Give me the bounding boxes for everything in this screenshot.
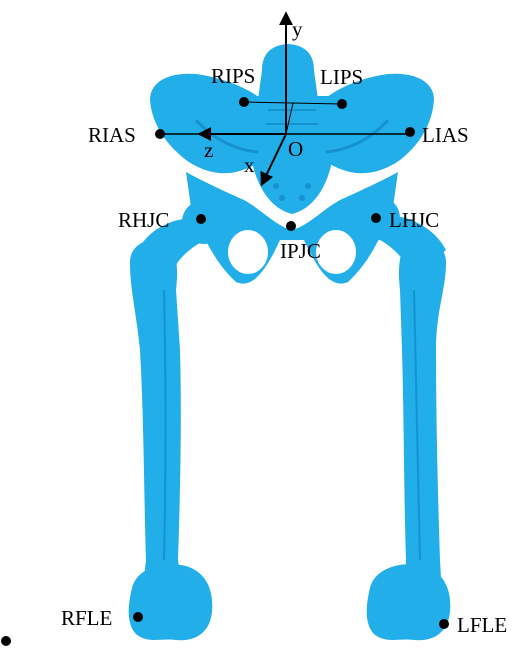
stray-dot <box>1 636 11 646</box>
sacrum-top <box>258 44 318 100</box>
sacral-foramen <box>299 195 305 201</box>
sacral-foramen <box>279 195 285 201</box>
z-axis-label: z <box>204 138 213 162</box>
right-obturator-foramen <box>228 230 268 274</box>
rips-label: RIPS <box>211 64 255 88</box>
left-femur <box>356 196 450 640</box>
lhjc-point <box>371 213 381 223</box>
rhjc-point <box>196 214 206 224</box>
lfle-label: LFLE <box>457 613 507 637</box>
x-axis-label: x <box>244 153 255 177</box>
rfle-label: RFLE <box>61 606 112 630</box>
right-femur-shaft <box>130 239 182 596</box>
rfle-point <box>133 612 143 622</box>
rias-label: RIAS <box>88 123 136 147</box>
lips-label: LIPS <box>320 65 363 89</box>
rhjc-label: RHJC <box>118 208 169 232</box>
lips-point <box>337 99 347 109</box>
lhjc-label: LHJC <box>389 208 439 232</box>
lias-point <box>405 127 415 137</box>
y-axis-label: y <box>292 17 303 41</box>
ipjc-label: IPJC <box>280 239 321 263</box>
sacral-foramen <box>273 183 279 189</box>
lias-label: LIAS <box>422 123 469 147</box>
sacral-foramen <box>305 183 311 189</box>
origin-label: O <box>288 137 303 161</box>
right-femur-condyle <box>129 564 213 640</box>
left-femur-shaft <box>399 239 446 596</box>
ipjc-point <box>286 221 296 231</box>
rips-point <box>239 97 249 107</box>
right-femur <box>129 200 226 640</box>
rias-point <box>155 129 165 139</box>
lfle-point <box>439 619 449 629</box>
left-femur-condyle <box>367 564 451 640</box>
left-obturator-foramen <box>316 230 356 274</box>
